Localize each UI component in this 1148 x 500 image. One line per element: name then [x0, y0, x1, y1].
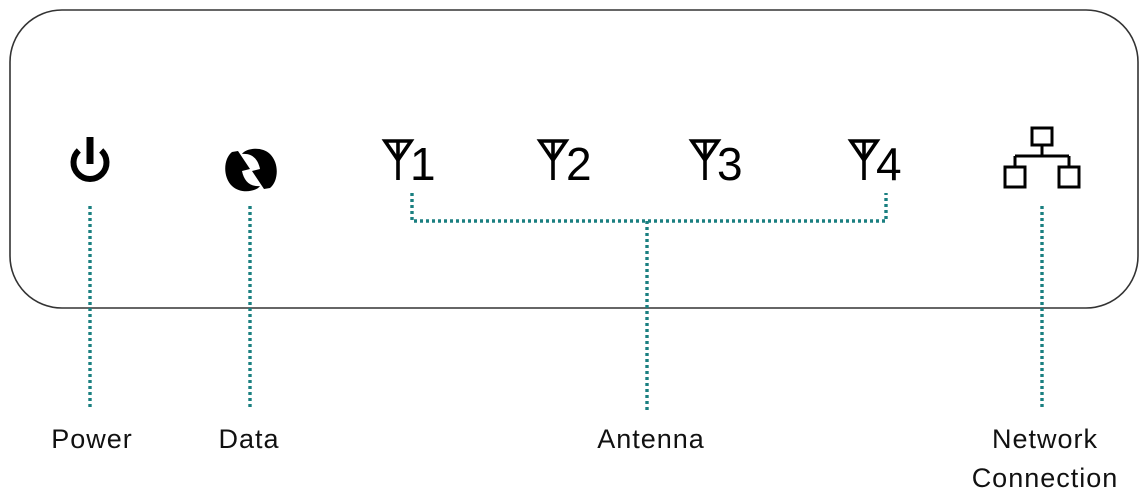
antenna-indicator-3: 3: [692, 138, 743, 190]
antenna-indicator-2: 2: [540, 138, 592, 190]
leader-lines: [90, 193, 1042, 410]
antenna-indicator-1: 1: [385, 138, 436, 190]
antenna-number-2: 2: [566, 138, 592, 190]
data-label: Data: [218, 424, 279, 454]
network-icon: [1005, 128, 1079, 187]
antenna-bracket-line: [412, 193, 886, 221]
antenna-label: Antenna: [597, 424, 705, 454]
data-arrows-icon: [225, 149, 277, 192]
network-label-line1: Network: [992, 424, 1098, 454]
power-icon: [74, 137, 107, 179]
antenna-icon: [692, 141, 718, 180]
antenna-icon: [540, 141, 566, 180]
power-label: Power: [51, 424, 133, 454]
antenna-number-1: 1: [410, 138, 436, 190]
antenna-indicator-4: 4: [851, 138, 902, 190]
network-label-line2: Connection: [972, 463, 1119, 493]
antenna-number-4: 4: [876, 138, 902, 190]
antenna-number-3: 3: [717, 138, 743, 190]
antenna-icon: [385, 141, 411, 180]
antenna-icon: [851, 141, 877, 180]
